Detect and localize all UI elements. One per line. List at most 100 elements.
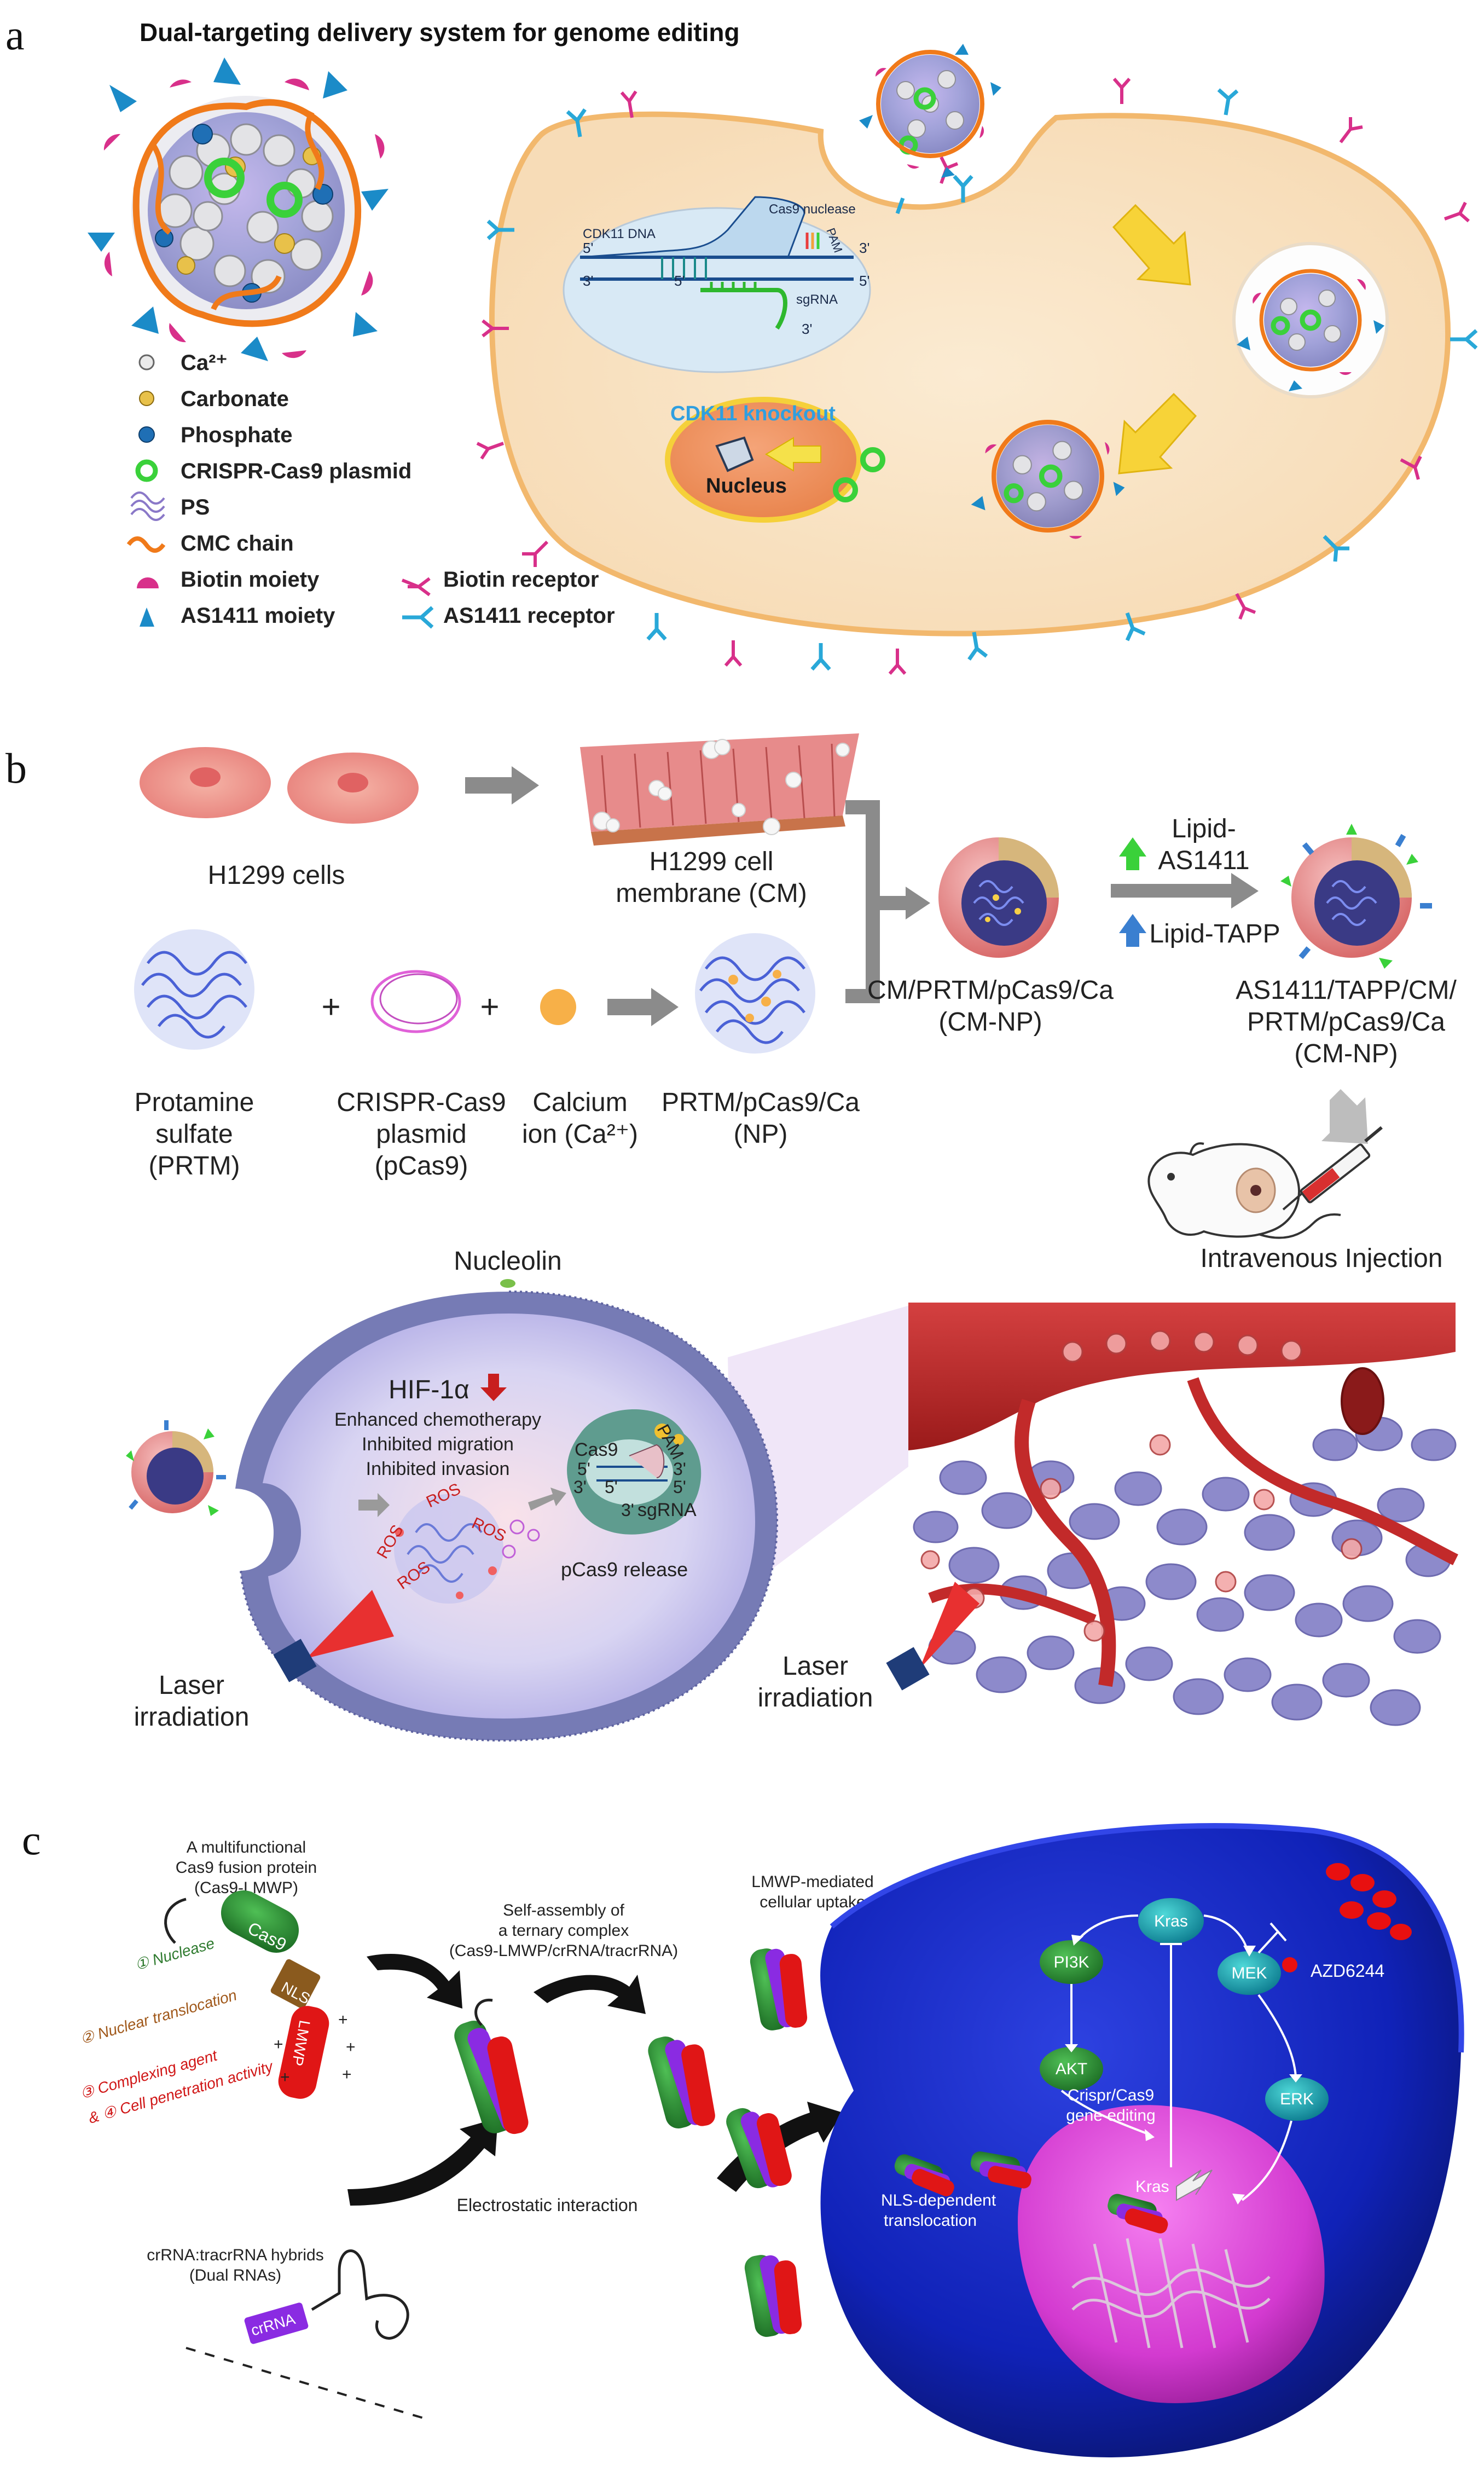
dual-rna: crRNA — [186, 2249, 427, 2420]
svg-text:ERK: ERK — [1280, 2090, 1314, 2108]
panel-b-letter: b — [5, 744, 27, 792]
erk-node: ERK — [1265, 2077, 1329, 2121]
arrow-to-injection — [1321, 1089, 1368, 1144]
perspective-glow — [728, 1303, 952, 1598]
complex-in-cell-1 — [894, 2154, 954, 2196]
nucleus-b: Cas9 PAM sgRNA 5' 3' 3' 5' 5' 3' — [567, 1409, 702, 1535]
cell-membrane-sheet: H1299 cell membrane (CM) — [580, 733, 859, 908]
svg-text:3': 3' — [859, 240, 869, 256]
svg-text:+: + — [346, 2038, 356, 2056]
syringe — [1282, 1126, 1383, 1211]
nucleolin-label: Nucleolin — [454, 1247, 561, 1276]
complex-2 — [648, 2036, 715, 2128]
nanoparticle-cyto — [971, 420, 1125, 539]
blood-vessel — [908, 1303, 1456, 1450]
legend-biotin: Biotin moiety — [137, 568, 320, 592]
nucleus-a: Nucleus CDK11 knockout — [665, 397, 885, 523]
svg-text:5': 5' — [583, 240, 593, 256]
svg-text:5': 5' — [859, 273, 869, 289]
svg-text:(CM-NP): (CM-NP) — [938, 1008, 1042, 1037]
svg-text:Crispr/Cas9: Crispr/Cas9 — [1068, 2086, 1154, 2104]
svg-text:+: + — [274, 2035, 283, 2053]
kras-in-nucleus: Kras — [1135, 2178, 1169, 2196]
svg-text:Biotin receptor: Biotin receptor — [443, 568, 599, 592]
svg-text:CMC chain: CMC chain — [181, 531, 294, 556]
electrostatic-label: Electrostatic interaction — [457, 2195, 638, 2215]
legend-biotin-receptor: Biotin receptor — [401, 568, 599, 597]
plus-1: + — [321, 988, 340, 1025]
svg-text:(pCas9): (pCas9) — [375, 1152, 468, 1181]
svg-text:+: + — [338, 2011, 348, 2029]
svg-text:PRTM/pCas9/Ca: PRTM/pCas9/Ca — [1247, 1008, 1445, 1037]
svg-text:Cas9 fusion protein: Cas9 fusion protein — [176, 1859, 317, 1877]
svg-text:plasmid: plasmid — [376, 1120, 466, 1149]
svg-text:5': 5' — [577, 1459, 590, 1479]
arrow-lipid — [1111, 873, 1259, 909]
panel-c-letter: c — [22, 1816, 41, 1864]
svg-text:Calcium: Calcium — [532, 1088, 627, 1117]
svg-text:translocation: translocation — [884, 2212, 977, 2230]
down-arrow-red — [480, 1374, 507, 1401]
azd6244-label: AZD6244 — [1311, 1961, 1384, 1981]
svg-text:NLS-dependent: NLS-dependent — [881, 2191, 996, 2209]
panel-a-letter: a — [5, 11, 25, 59]
svg-text:AS1411: AS1411 — [1158, 846, 1249, 875]
panel-a: a Dual-targeting delivery system for gen… — [5, 11, 1478, 675]
tumor-tissue — [908, 1303, 1458, 1729]
svg-text:3': 3' — [583, 273, 593, 289]
calcium-spheres — [158, 123, 334, 294]
svg-text:AS1411 moiety: AS1411 moiety — [181, 604, 335, 628]
complex-4 — [726, 2108, 792, 2189]
nucleolin-marker — [500, 1279, 515, 1288]
arrow-to-cytoplasm — [1118, 392, 1197, 475]
nucleus-label: Nucleus — [706, 475, 787, 497]
laser-tissue: Laser irradiation — [758, 1582, 979, 1712]
svg-text:Laser: Laser — [782, 1652, 848, 1681]
svg-text:PRTM/pCas9/Ca: PRTM/pCas9/Ca — [662, 1088, 860, 1117]
svg-text:cellular uptake: cellular uptake — [760, 1893, 865, 1911]
svg-text:(Cas9-LMWP/crRNA/tracrRNA): (Cas9-LMWP/crRNA/tracrRNA) — [449, 1942, 678, 1960]
svg-text:ion (Ca²⁺): ion (Ca²⁺) — [522, 1120, 638, 1149]
panel-b: b H1299 cells H1299 cell m — [5, 733, 1458, 1742]
injection-label: Intravenous Injection — [1201, 1244, 1443, 1273]
green-up-arrow — [1119, 837, 1146, 870]
as1411-receptors — [486, 88, 1478, 671]
svg-text:CRISPR-Cas9: CRISPR-Cas9 — [337, 1088, 506, 1117]
legend-as1411-receptor: AS1411 receptor — [402, 604, 615, 629]
effect-3: Inhibited invasion — [366, 1459, 510, 1479]
pink-nucleus: Kras — [1018, 2105, 1325, 2403]
pi3k-node: PI3K — [1040, 1940, 1103, 1984]
cdk11-knockout-label: CDK11 knockout — [670, 402, 836, 425]
svg-text:Self-assembly of: Self-assembly of — [503, 1901, 624, 1919]
cas9-nuclease-label: Cas9 nuclease — [769, 202, 856, 217]
nanoparticle-large — [88, 57, 389, 361]
kras-node: Kras — [1138, 1898, 1204, 1944]
svg-text:Protamine: Protamine — [135, 1088, 254, 1117]
svg-text:+: + — [280, 2068, 290, 2086]
svg-text:AS1411/TAPP/CM/: AS1411/TAPP/CM/ — [1236, 976, 1457, 1005]
pathway-arrows — [1060, 1914, 1297, 2201]
svg-text:gene editing: gene editing — [1066, 2107, 1155, 2125]
svg-text:A multifunctional: A multifunctional — [187, 1838, 306, 1856]
cas9-label-b: Cas9 — [575, 1439, 618, 1460]
arrow-to-cmnp — [906, 887, 930, 919]
svg-text:3': 3' — [621, 1500, 634, 1520]
legend-ca: Ca²⁺ — [138, 351, 228, 375]
svg-text:② Nuclear translocation: ② Nuclear translocation — [78, 1986, 239, 2047]
svg-text:Ca²⁺: Ca²⁺ — [181, 351, 228, 375]
svg-text:Phosphate: Phosphate — [181, 423, 292, 447]
effect-1: Enhanced chemotherapy — [334, 1409, 541, 1430]
protamine-sulfate: Protamine sulfate (PRTM) — [134, 929, 254, 1181]
svg-text:crRNA:tracrRNA hybrids: crRNA:tracrRNA hybrids — [147, 2246, 323, 2264]
sgrna-label-b: sgRNA — [637, 1500, 697, 1520]
legend-as1411: AS1411 moiety — [140, 604, 335, 628]
legend-a: Ca²⁺ Carbonate Phosphate CRISPR-Cas9 pla… — [126, 351, 615, 629]
arrow-cells-to-membrane — [465, 766, 539, 805]
svg-text:sulfate: sulfate — [155, 1120, 233, 1149]
svg-text:Lipid-TAPP: Lipid-TAPP — [1149, 919, 1280, 948]
svg-text:Laser: Laser — [159, 1671, 224, 1700]
blue-up-arrow — [1119, 914, 1146, 947]
svg-text:Carbonate: Carbonate — [181, 387, 289, 411]
svg-text:(PRTM): (PRTM) — [148, 1152, 240, 1181]
svg-text:(CM-NP): (CM-NP) — [1294, 1039, 1398, 1068]
